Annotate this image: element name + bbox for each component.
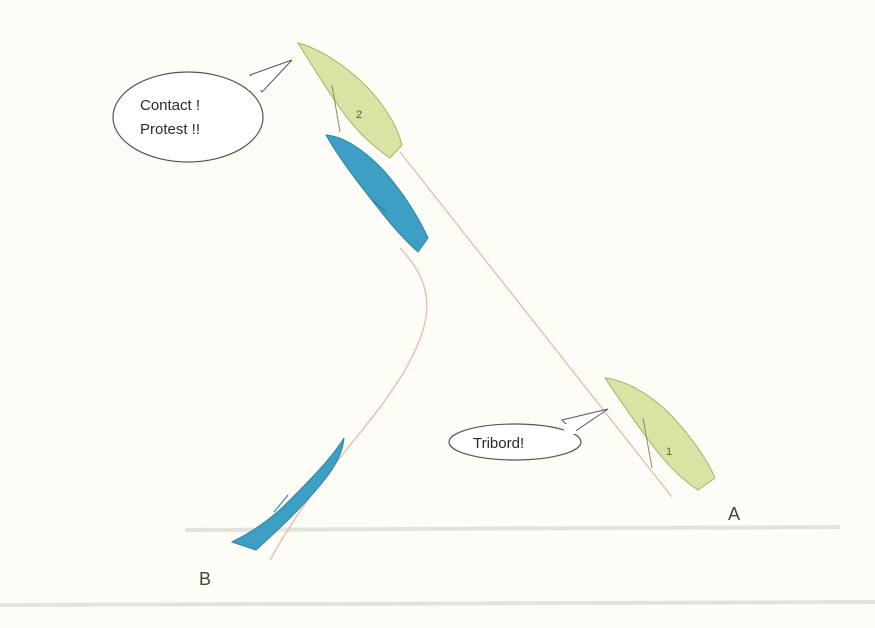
boat-b-hull [325, 134, 429, 253]
label-point-a: A [728, 504, 740, 524]
boat-a-hull [603, 377, 716, 491]
boat-a-hull [296, 42, 403, 159]
bubble-tribord-text: Tribord! [473, 435, 524, 452]
label-point-b: B [199, 569, 211, 589]
speech-bubble-tribord: Tribord! [448, 408, 609, 461]
boat-b-mast [371, 199, 387, 213]
boat-a-track [399, 151, 673, 498]
boat-a-number-1: 1 [666, 446, 672, 458]
boat-b-position-2 [325, 134, 429, 253]
scan-artifact-line [184, 525, 841, 532]
boat-a-number-2: 2 [356, 109, 362, 121]
scan-artifact-line [0, 600, 875, 607]
bubble-joint-mask [248, 76, 262, 90]
speech-bubble-contact-protest: Contact ! Protest !! [112, 59, 293, 163]
boat-b-hull [230, 437, 345, 551]
boat-b-mast [273, 494, 289, 513]
boat-a-mast [331, 84, 341, 133]
bubble-body [112, 71, 264, 163]
bubble-contact-text: Contact ! [140, 97, 200, 114]
bubble-body [448, 423, 582, 461]
bubble-joint-mask [564, 424, 576, 434]
boat-a-position-2: 2 [296, 42, 403, 159]
bubble-protest-text: Protest !! [140, 121, 200, 138]
boat-a-mast [642, 417, 653, 469]
boat-a-position-1: 1 [603, 377, 716, 491]
boat-b-position-1 [230, 437, 345, 551]
